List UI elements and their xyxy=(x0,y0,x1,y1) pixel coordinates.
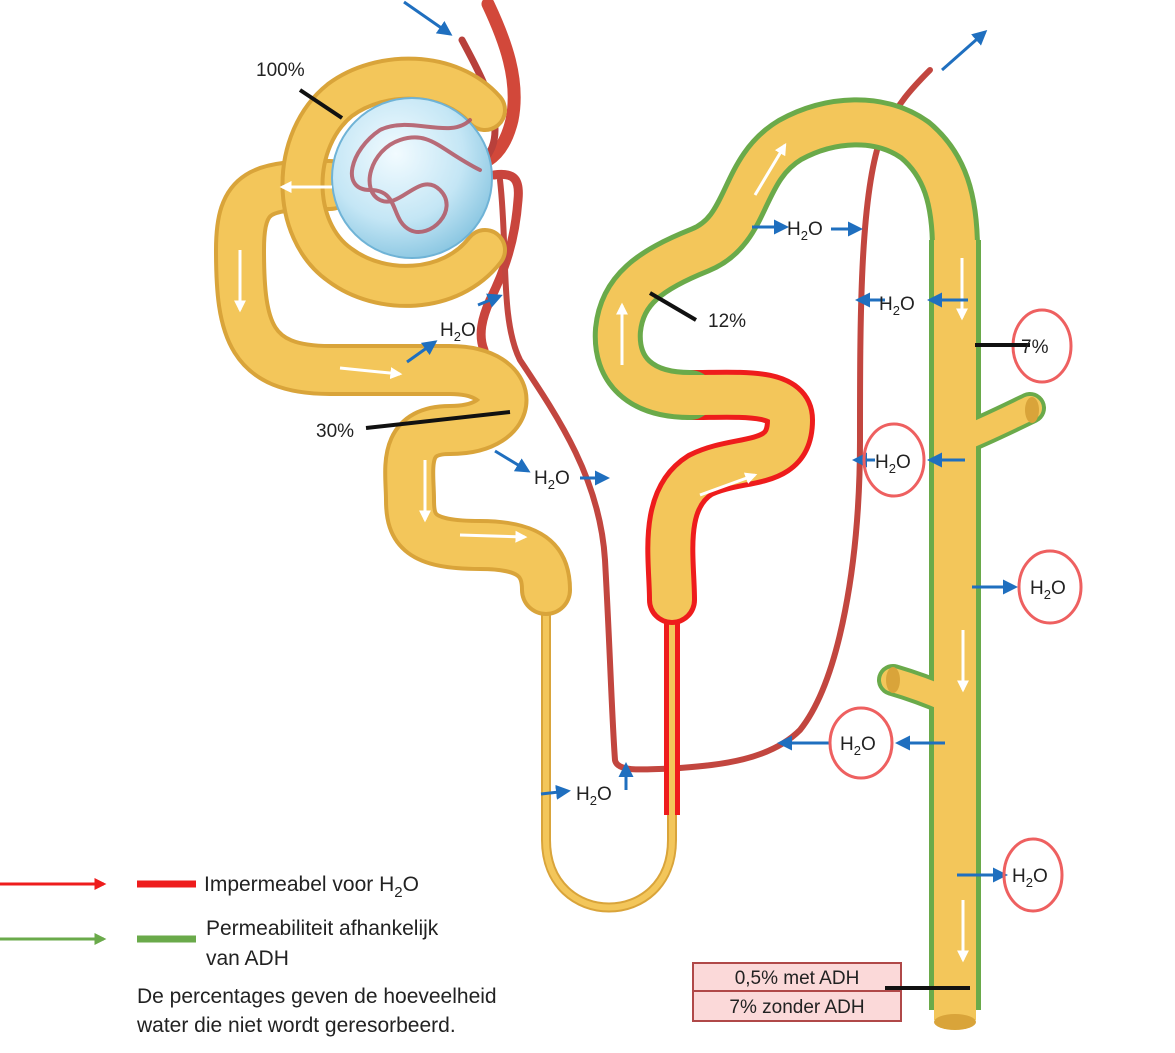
loop-of-henle xyxy=(541,600,680,913)
water-label: H2O xyxy=(440,320,476,344)
water-label: H2O xyxy=(1012,866,1048,890)
percent-proximal: 30% xyxy=(316,421,354,442)
legend-impermeable-text: Impermeabel voor H2O xyxy=(204,873,419,901)
legend: Impermeabel voor H2O Permeabiliteit afha… xyxy=(0,873,497,1037)
water-label: H2O xyxy=(840,734,876,758)
percent-loop: 12% xyxy=(708,311,746,332)
without-adh-text: 7% zonder ADH xyxy=(729,997,864,1018)
percent-collecting: 7% xyxy=(1021,337,1049,358)
legend-note-line1: De percentages geven de hoeveelheid xyxy=(137,985,497,1008)
afferent-arteriole-inner xyxy=(458,36,499,162)
water-labels: H2O H2O H2O H2O H2O H2O H2O H2O H2O xyxy=(440,219,1066,890)
legend-adh-line1: Permeabiliteit afhankelijk xyxy=(206,917,439,940)
blood-vessels xyxy=(458,0,933,773)
afferent-arteriole xyxy=(481,0,521,167)
efferent-arteriole xyxy=(476,169,523,355)
glomerulus xyxy=(331,97,493,259)
with-adh-text: 0,5% met ADH xyxy=(735,968,860,989)
water-label: H2O xyxy=(576,784,612,808)
water-arrows xyxy=(406,219,1018,883)
legend-note-line2: water die niet wordt geresorbeerd. xyxy=(136,1014,456,1037)
collecting-duct xyxy=(877,240,1046,1030)
flow-arrows xyxy=(234,142,969,963)
water-label: H2O xyxy=(534,468,570,492)
legend-adh-line2: van ADH xyxy=(206,947,289,970)
water-label: H2O xyxy=(787,219,823,243)
vasa-recta xyxy=(497,67,933,773)
blood-flow-arrows xyxy=(403,0,988,72)
water-label: H2O xyxy=(1030,578,1066,602)
water-label: H2O xyxy=(875,452,911,476)
percent-glomerulus: 100% xyxy=(256,60,305,81)
capillary-loops xyxy=(350,118,482,234)
adh-result-box: 0,5% met ADH 7% zonder ADH xyxy=(692,962,902,1022)
bowmans-capsule xyxy=(280,56,507,308)
distal-tubule xyxy=(592,97,980,625)
water-label: H2O xyxy=(879,294,915,318)
